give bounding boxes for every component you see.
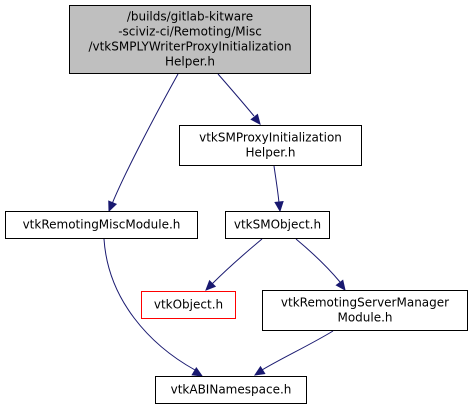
node-label-line: vtkRemotingMiscModule.h xyxy=(23,218,181,232)
node-abi-namespace[interactable]: vtkABINamespace.h xyxy=(155,376,307,404)
node-label-line: /builds/gitlab-kitware xyxy=(127,10,253,24)
arrowhead-icon xyxy=(108,200,118,213)
node-vtk-object: vtkObject.h xyxy=(141,291,236,319)
arrowhead-icon xyxy=(205,279,217,291)
node-sm-object[interactable]: vtkSMObject.h xyxy=(225,211,330,239)
node-label-line: vtkObject.h xyxy=(154,298,223,312)
node-label-line: vtkSMProxyInitialization xyxy=(199,131,342,145)
node-writer-helper: /builds/gitlab-kitware-sciviz-ci/Remotin… xyxy=(69,5,311,74)
edge-line xyxy=(111,73,179,205)
edge-line xyxy=(217,73,255,117)
node-box xyxy=(141,291,236,319)
node-box xyxy=(225,211,330,239)
edge-line xyxy=(273,165,280,204)
edge-remoting_misc_module-to-abi_namespace xyxy=(103,238,204,377)
edge-server_manager_module-to-abi_namespace xyxy=(253,330,334,376)
node-box xyxy=(262,290,468,331)
edge-line xyxy=(211,238,263,285)
arrowhead-icon xyxy=(253,365,266,376)
node-label-line: /vtkSMPLYWriterProxyInitialization xyxy=(88,40,291,54)
node-label-line: vtkABINamespace.h xyxy=(171,383,292,397)
node-box xyxy=(5,211,198,239)
edge-sm_object-to-server_manager_module xyxy=(295,238,346,291)
arrowhead-icon xyxy=(250,113,261,125)
graph-nodes: /builds/gitlab-kitware-sciviz-ci/Remotin… xyxy=(5,5,468,404)
node-label-line: -sciviz-ci/Remoting/Misc xyxy=(118,25,262,39)
node-label-line: vtkRemotingServerManager xyxy=(281,296,449,310)
node-label-line: Helper.h xyxy=(246,146,296,160)
edge-line xyxy=(261,330,334,371)
arrowhead-icon xyxy=(274,201,284,213)
node-box xyxy=(69,5,311,74)
arrowhead-icon xyxy=(191,367,204,377)
node-remoting-misc-module[interactable]: vtkRemotingMiscModule.h xyxy=(5,211,198,239)
arrowhead-icon xyxy=(335,279,346,291)
graph-edges xyxy=(103,73,346,377)
edge-writer_helper-to-remoting_misc_module xyxy=(108,73,179,213)
edge-sm_object-to-vtk_object xyxy=(205,238,263,291)
node-box xyxy=(155,376,307,404)
node-box xyxy=(179,125,362,166)
node-label-line: Module.h xyxy=(337,311,392,325)
edge-writer_helper-to-proxy_init_helper xyxy=(217,73,261,125)
edge-line xyxy=(295,238,341,283)
node-label-line: Helper.h xyxy=(165,55,215,69)
edge-line xyxy=(103,238,196,371)
node-label-line: vtkSMObject.h xyxy=(234,218,321,232)
edge-proxy_init_helper-to-sm_object xyxy=(273,165,284,213)
